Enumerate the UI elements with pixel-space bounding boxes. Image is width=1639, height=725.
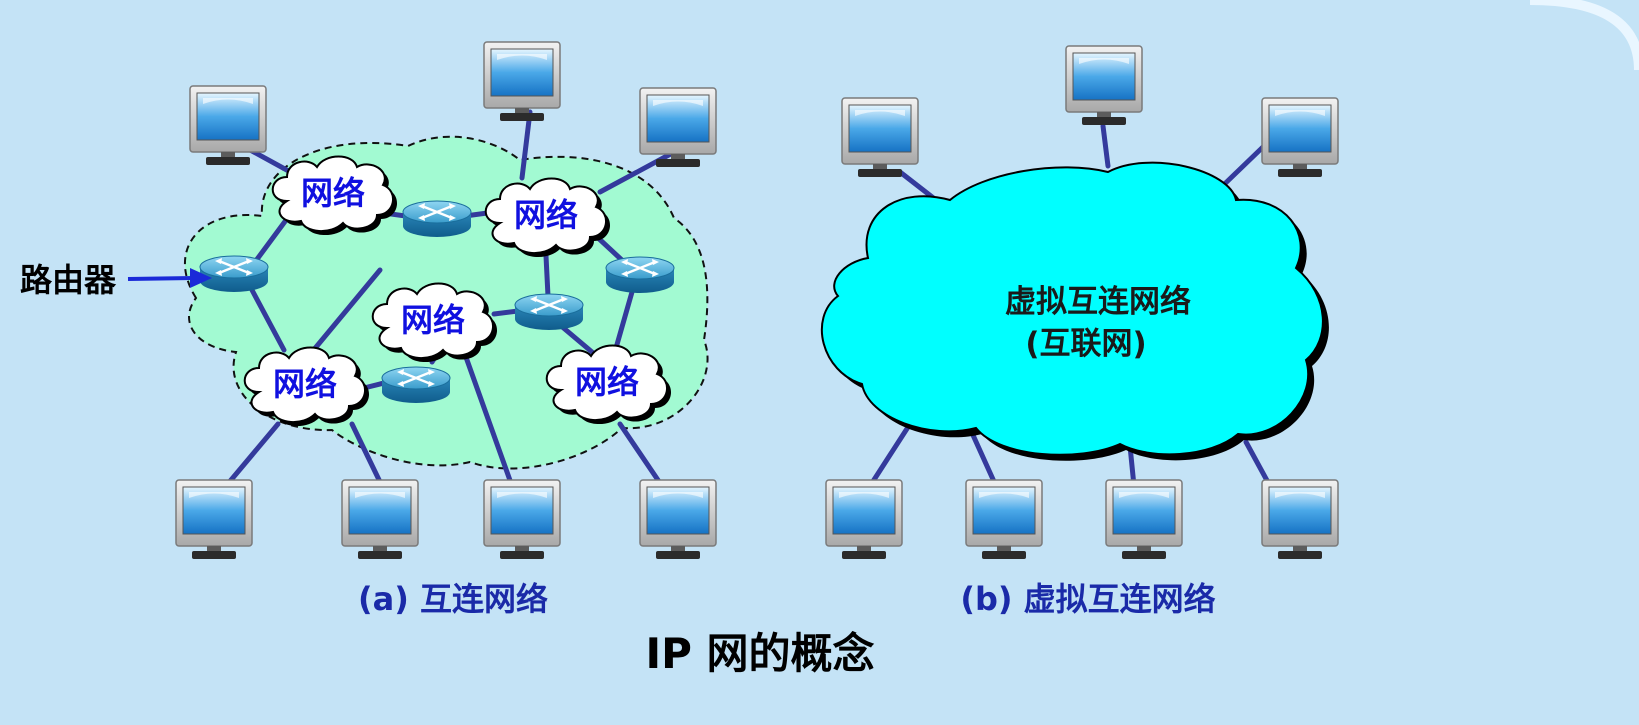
network-label: 网络: [401, 301, 465, 339]
links-b: [867, 123, 1273, 489]
internet-label: (互联网): [1025, 326, 1146, 362]
network-cloud-3: 网络: [371, 282, 499, 364]
network-cloud-2: 网络: [484, 177, 612, 259]
network-label: 网络: [514, 196, 578, 234]
network-label: 网络: [273, 365, 337, 403]
panel-edge: [1529, 0, 1639, 71]
router-label: 路由器: [20, 261, 117, 299]
network-cloud-4: 网络: [243, 346, 371, 428]
router-icon: [513, 292, 585, 332]
virtual-internet-cloud: 虚拟互连网络 (互联网): [821, 161, 1329, 461]
router-icon: [401, 199, 473, 239]
network-cloud-5: 网络: [545, 344, 673, 426]
caption-a: (a) 互连网络: [358, 580, 548, 618]
router-icon: [604, 255, 676, 295]
router-icon: [380, 365, 452, 405]
virtual-network-label: 虚拟互连网络: [1005, 284, 1191, 320]
figure-title: IP 网的概念: [645, 629, 874, 678]
network-label: 网络: [575, 363, 639, 401]
caption-b: (b) 虚拟互连网络: [960, 580, 1215, 618]
router-pointer-arrow: [127, 268, 212, 288]
diagram-a: 网络 网络 网络 网络 网络 路由器: [20, 41, 717, 618]
router-icon: [198, 254, 270, 294]
network-cloud-1: 网络: [271, 155, 399, 237]
network-label: 网络: [301, 174, 365, 212]
diagram-b: 虚拟互连网络 (互联网) (b) 虚拟互连网络: [821, 45, 1339, 618]
